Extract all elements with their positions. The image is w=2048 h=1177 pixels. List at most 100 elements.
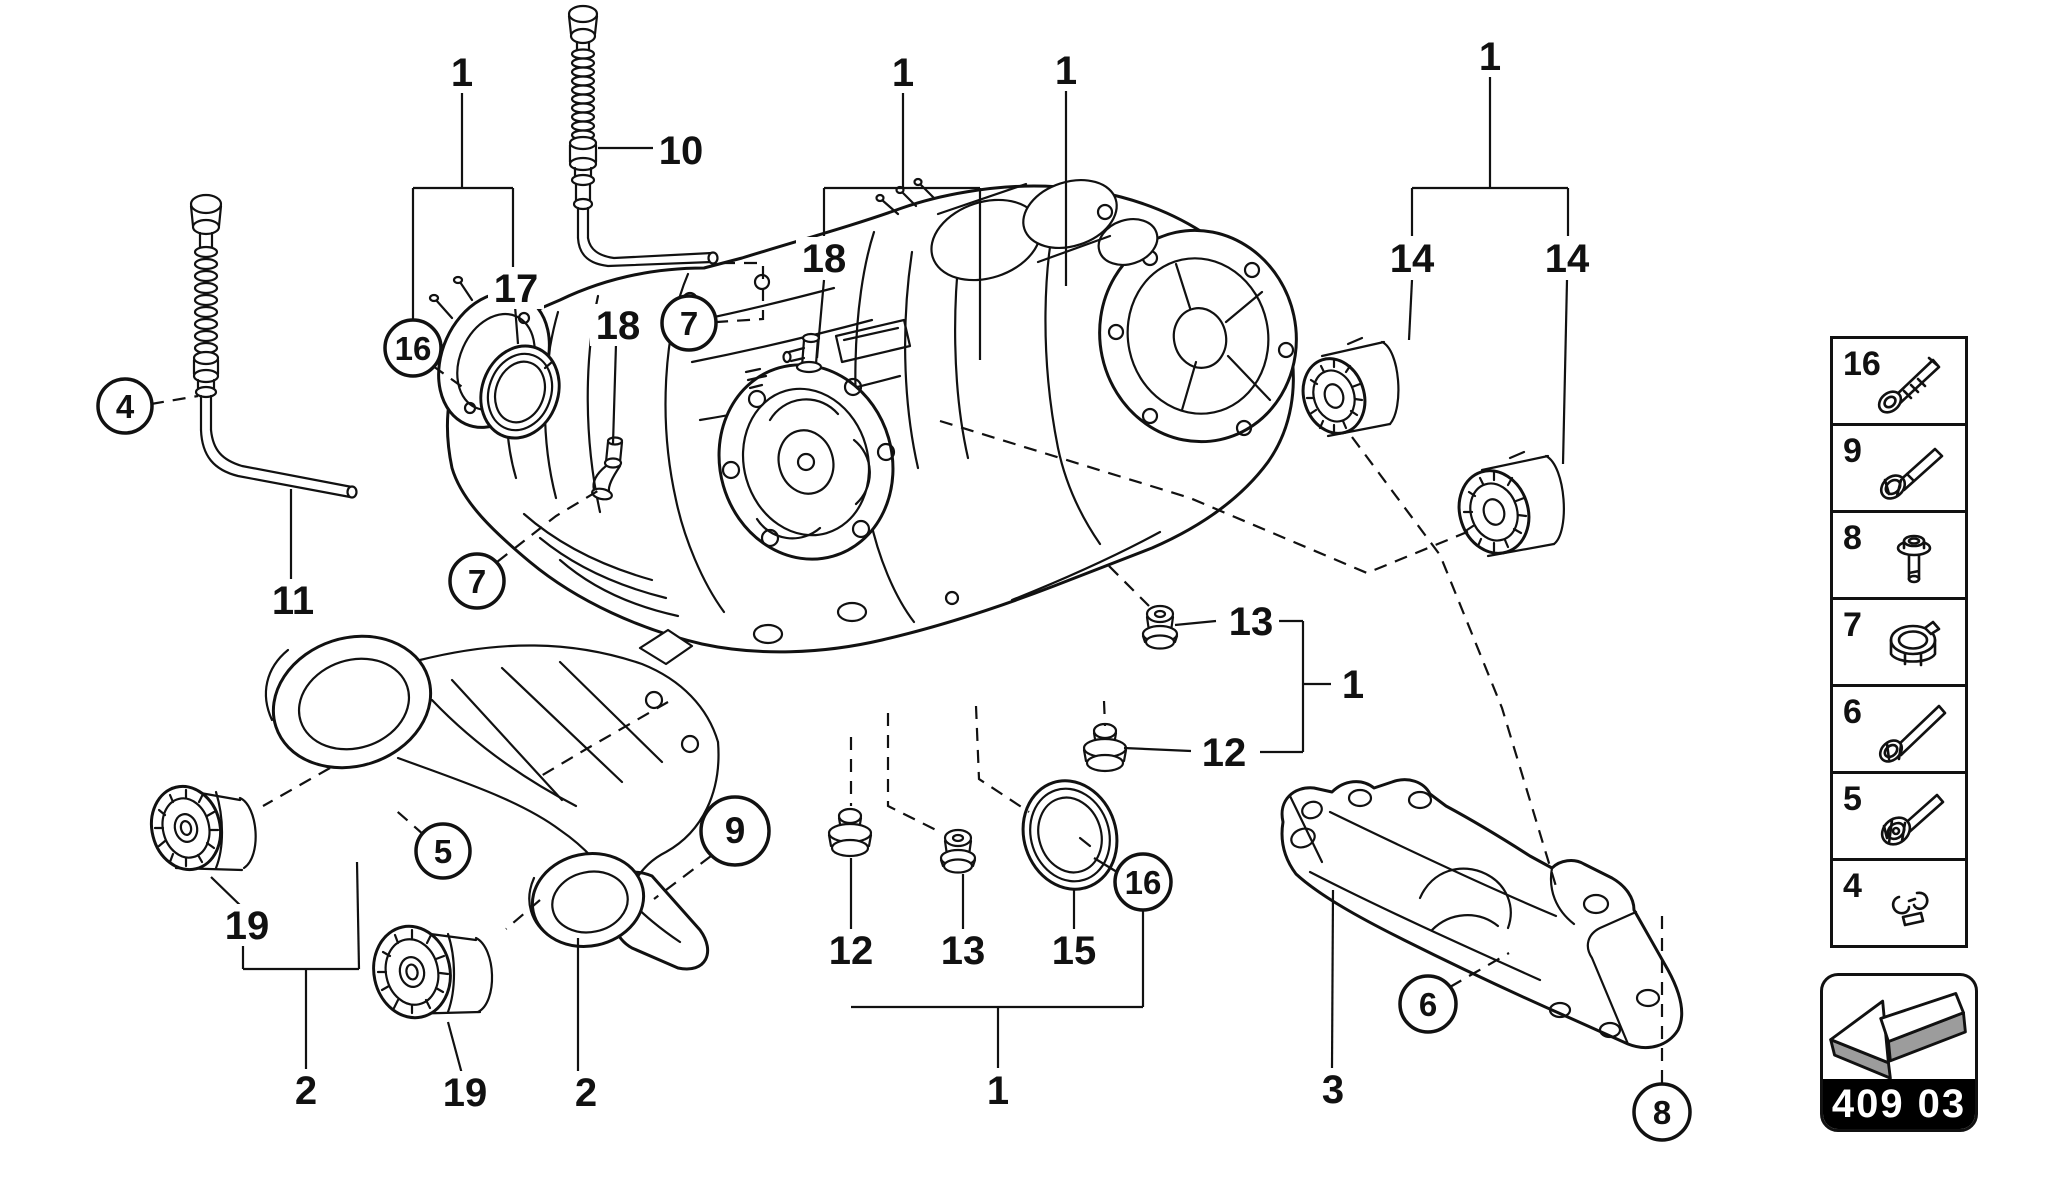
leader-line-dashed bbox=[1351, 436, 1560, 894]
svg-text:10: 10 bbox=[659, 129, 704, 173]
svg-text:2: 2 bbox=[295, 1069, 317, 1113]
dipstick-tube-art[interactable] bbox=[189, 193, 358, 499]
part-label-label-2-a[interactable]: 2 bbox=[289, 1069, 323, 1113]
plug-12-right-art[interactable] bbox=[1082, 722, 1128, 773]
leader-line-dashed bbox=[505, 899, 541, 930]
legend-row-4[interactable]: 4 bbox=[1833, 858, 1965, 945]
washer-head-bolt-icon bbox=[1859, 776, 1965, 856]
svg-text:3: 3 bbox=[1322, 1068, 1344, 1112]
part-label-label-12-b[interactable]: 12 bbox=[1196, 731, 1252, 775]
legend-number: 6 bbox=[1843, 693, 1862, 731]
part-label-top-1-d[interactable]: 1 bbox=[1473, 35, 1507, 79]
leader-line bbox=[446, 1021, 464, 1075]
callout-4[interactable]: 4 bbox=[96, 377, 154, 435]
callout-circle bbox=[1398, 974, 1458, 1034]
part-label-label-18-b[interactable]: 18 bbox=[590, 304, 646, 348]
callout-9[interactable]: 9 bbox=[699, 795, 771, 867]
legend-row-5[interactable]: 5 bbox=[1833, 771, 1965, 858]
legend-row-8[interactable]: 8 bbox=[1833, 510, 1965, 597]
callout-8[interactable]: 8 bbox=[1632, 1082, 1692, 1142]
callout-7-b[interactable]: 7 bbox=[448, 552, 506, 610]
legend-row-6[interactable]: 6 bbox=[1833, 684, 1965, 771]
part-label-bottom-1-f[interactable]: 1 bbox=[981, 1069, 1015, 1113]
part-label-top-1-b[interactable]: 1 bbox=[886, 51, 920, 95]
label-backdrop bbox=[1049, 49, 1083, 91]
svg-text:8: 8 bbox=[1653, 1094, 1671, 1131]
legend-row-16[interactable]: 16 bbox=[1833, 339, 1965, 423]
svg-text:12: 12 bbox=[1202, 731, 1247, 775]
callout-circle bbox=[383, 318, 443, 378]
hex-flange-bolt-icon bbox=[1859, 428, 1965, 508]
legend-number: 8 bbox=[1843, 519, 1862, 557]
seal-ring-17-art[interactable] bbox=[468, 335, 572, 449]
part-label-label-3[interactable]: 3 bbox=[1316, 1068, 1350, 1112]
part-label-label-14-b[interactable]: 14 bbox=[1539, 237, 1595, 281]
label-backdrop bbox=[289, 1069, 323, 1111]
plug-13-right-art[interactable] bbox=[1141, 604, 1179, 650]
callout-circle bbox=[1632, 1082, 1692, 1142]
svg-text:9: 9 bbox=[725, 810, 746, 851]
section-badge-button[interactable]: 409 03 bbox=[1820, 973, 1978, 1132]
part-label-label-15[interactable]: 15 bbox=[1046, 929, 1102, 973]
differential-housing-art[interactable] bbox=[418, 169, 1316, 971]
svg-text:16: 16 bbox=[395, 330, 432, 367]
part-label-label-2-b[interactable]: 2 bbox=[569, 1071, 603, 1115]
support-bracket-art[interactable] bbox=[256, 616, 720, 956]
svg-text:13: 13 bbox=[1229, 600, 1274, 644]
seal-ring-15-art[interactable] bbox=[1009, 768, 1130, 901]
svg-text:15: 15 bbox=[1052, 929, 1097, 973]
svg-text:4: 4 bbox=[116, 388, 135, 425]
crossmember-art[interactable] bbox=[1280, 778, 1684, 1049]
leader-line-dashed bbox=[1449, 952, 1510, 988]
svg-text:16: 16 bbox=[1125, 864, 1162, 901]
label-backdrop bbox=[1046, 929, 1102, 971]
label-backdrop bbox=[219, 904, 275, 946]
plug-13-bottom-art[interactable] bbox=[939, 828, 977, 874]
legend-number: 9 bbox=[1843, 432, 1862, 470]
leader-line-dashed bbox=[432, 365, 469, 392]
part-label-label-19-b[interactable]: 19 bbox=[437, 1071, 493, 1115]
leader-line-dashed bbox=[886, 713, 939, 832]
legend-row-9[interactable]: 9 bbox=[1833, 423, 1965, 510]
callout-16-b[interactable]: 16 bbox=[1113, 852, 1173, 912]
callout-circle bbox=[448, 552, 506, 610]
part-label-label-17[interactable]: 17 bbox=[488, 267, 544, 311]
bushing-19-left-art[interactable] bbox=[143, 779, 257, 877]
svg-text:1: 1 bbox=[1055, 49, 1077, 93]
callout-16-a[interactable]: 16 bbox=[383, 318, 443, 378]
leader-line-dashed bbox=[540, 701, 669, 777]
part-label-label-10[interactable]: 10 bbox=[653, 129, 709, 173]
part-label-label-13-b[interactable]: 13 bbox=[1223, 600, 1279, 644]
bushing-14-left-art[interactable] bbox=[1294, 336, 1400, 441]
callout-6[interactable]: 6 bbox=[1398, 974, 1458, 1034]
part-label-label-11[interactable]: 11 bbox=[265, 579, 321, 623]
breather-hose-art[interactable] bbox=[567, 4, 719, 268]
label-backdrop bbox=[1316, 1068, 1350, 1110]
leader-line bbox=[815, 279, 826, 359]
callout-circle bbox=[414, 822, 472, 880]
label-backdrop bbox=[1336, 663, 1370, 705]
plug-12-bottom-art[interactable] bbox=[827, 807, 873, 858]
callout-7-a[interactable]: 7 bbox=[660, 294, 718, 352]
bushing-14-right-art[interactable] bbox=[1449, 450, 1565, 562]
svg-text:5: 5 bbox=[434, 833, 452, 870]
part-label-top-1-a[interactable]: 1 bbox=[445, 51, 479, 95]
leader-line bbox=[1330, 889, 1335, 1069]
label-backdrop bbox=[1384, 237, 1440, 279]
legend-row-7[interactable]: 7 bbox=[1833, 597, 1965, 684]
part-label-label-12-a[interactable]: 12 bbox=[823, 929, 879, 973]
part-label-label-18-a[interactable]: 18 bbox=[796, 237, 852, 281]
leader-line-dashed bbox=[716, 261, 765, 324]
part-label-top-1-c[interactable]: 1 bbox=[1049, 49, 1083, 93]
part-label-label-14-a[interactable]: 14 bbox=[1384, 237, 1440, 281]
svg-text:2: 2 bbox=[575, 1071, 597, 1115]
part-label-mid-1-e[interactable]: 1 bbox=[1336, 663, 1370, 707]
label-backdrop bbox=[1473, 35, 1507, 77]
callout-5[interactable]: 5 bbox=[414, 822, 472, 880]
bushing-19-right-art[interactable] bbox=[365, 919, 494, 1025]
leader-line bbox=[1407, 279, 1414, 341]
part-label-label-13-a[interactable]: 13 bbox=[935, 929, 991, 973]
part-label-label-19-a[interactable]: 19 bbox=[219, 904, 275, 948]
